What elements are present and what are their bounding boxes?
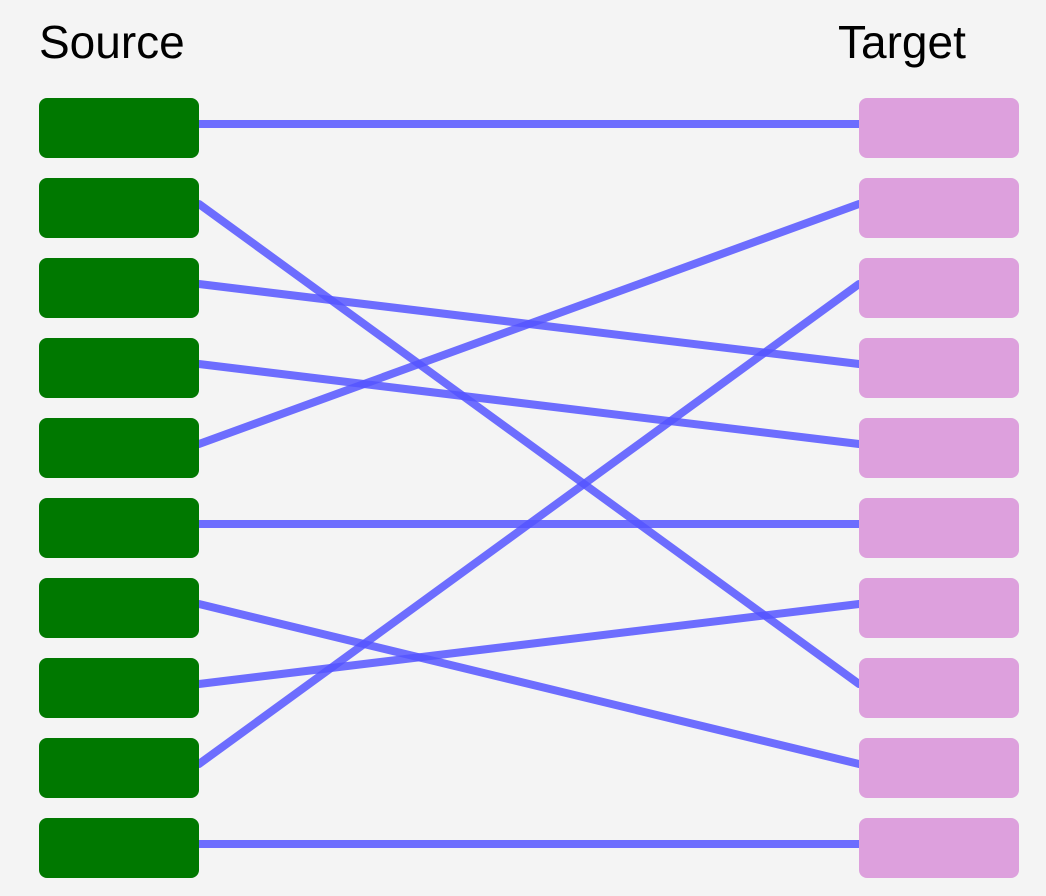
link-7-to-9 (195, 600, 863, 768)
source-node-2[interactable] (39, 178, 199, 238)
link-2-to-8 (195, 200, 863, 688)
target-node-3[interactable] (859, 258, 1019, 318)
target-node-5[interactable] (859, 418, 1019, 478)
target-node-6[interactable] (859, 498, 1019, 558)
target-node-4[interactable] (859, 338, 1019, 398)
target-node-7[interactable] (859, 578, 1019, 638)
target-node-9[interactable] (859, 738, 1019, 798)
target-node-2[interactable] (859, 178, 1019, 238)
source-node-9[interactable] (39, 738, 199, 798)
source-node-1[interactable] (39, 98, 199, 158)
source-node-3[interactable] (39, 258, 199, 318)
target-heading: Target (838, 16, 966, 68)
target-node-10[interactable] (859, 818, 1019, 878)
link-9-to-3 (195, 280, 863, 768)
target-node-1[interactable] (859, 98, 1019, 158)
source-node-8[interactable] (39, 658, 199, 718)
source-node-5[interactable] (39, 418, 199, 478)
source-node-6[interactable] (39, 498, 199, 558)
target-node-8[interactable] (859, 658, 1019, 718)
link-8-to-7 (195, 600, 863, 688)
link-5-to-2 (195, 200, 863, 448)
source-node-10[interactable] (39, 818, 199, 878)
source-node-4[interactable] (39, 338, 199, 398)
source-heading: Source (39, 16, 185, 68)
source-node-7[interactable] (39, 578, 199, 638)
link-4-to-5 (195, 360, 863, 448)
